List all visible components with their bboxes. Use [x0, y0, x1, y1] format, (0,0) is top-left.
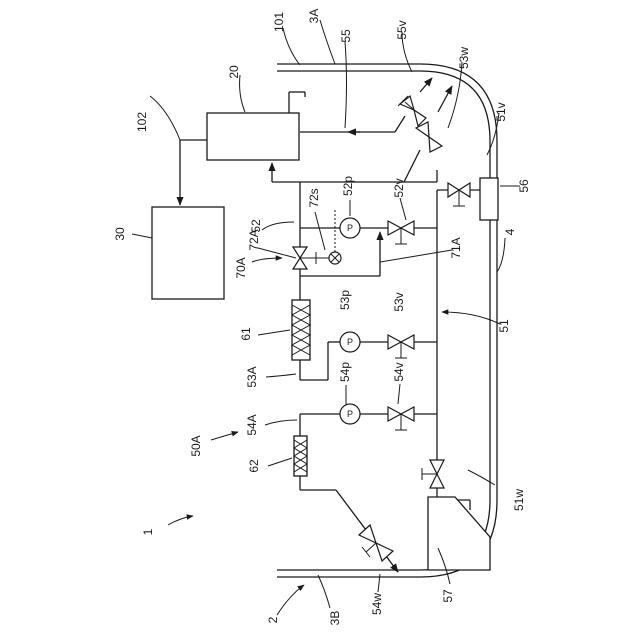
label-55v: 55v [395, 20, 409, 39]
label-51v: 51v [494, 102, 508, 121]
label-61: 61 [239, 327, 253, 341]
valve-51w [422, 460, 444, 488]
label-3A: 3A [307, 9, 321, 24]
valve-51v [448, 183, 470, 206]
label-52v: 52v [392, 178, 406, 197]
label-52p: 52p [341, 176, 355, 196]
label-62: 62 [247, 459, 261, 473]
label-54p: 54p [338, 362, 352, 382]
component-30-box [152, 207, 224, 299]
label-102: 102 [135, 112, 149, 132]
pump-53p-glyph: P [347, 337, 353, 347]
label-101: 101 [272, 12, 286, 32]
pump-52p-glyph: P [347, 223, 353, 233]
label-71A: 71A [449, 237, 463, 258]
label-54v: 54v [392, 362, 406, 381]
pump-53p: P [340, 332, 360, 352]
label-50A: 50A [189, 435, 203, 456]
line-102 [180, 140, 207, 205]
label-54w: 54w [370, 593, 384, 615]
branch-54 [300, 414, 437, 572]
filter-62 [294, 436, 307, 476]
label-2: 2 [266, 616, 280, 623]
label-72s: 72s [307, 188, 321, 207]
label-30: 30 [113, 227, 127, 241]
label-51w: 51w [512, 489, 526, 511]
component-20-box [207, 113, 299, 160]
valve-72A [293, 247, 316, 269]
pump-52p: P [340, 218, 360, 238]
label-54A: 54A [245, 414, 259, 435]
label-3B: 3B [328, 611, 342, 626]
label-1: 1 [141, 528, 155, 535]
line-52-to-20 [272, 163, 300, 182]
label-72A: 72A [247, 229, 261, 250]
pump-54p-glyph: P [347, 409, 353, 419]
pump-54p: P [340, 404, 360, 424]
valve-52v [388, 221, 414, 244]
label-4: 4 [503, 228, 517, 235]
valve-53v [388, 335, 414, 358]
filter-61 [292, 300, 310, 360]
line-101 [289, 92, 305, 113]
block-57 [428, 497, 490, 570]
label-53w: 53w [457, 47, 471, 69]
sensor-72s [316, 210, 341, 264]
label-55: 55 [339, 29, 353, 43]
valve-54v [388, 407, 414, 430]
label-57: 57 [441, 589, 455, 603]
label-70A: 70A [234, 257, 248, 278]
label-53v: 53v [392, 292, 406, 311]
valve-54w [359, 525, 393, 561]
label-56: 56 [517, 179, 531, 193]
tank-56 [480, 178, 498, 220]
branch-53 [300, 342, 437, 380]
label-53A: 53A [245, 366, 259, 387]
label-51: 51 [497, 319, 511, 333]
valve-53w [416, 122, 442, 152]
label-53p: 53p [338, 290, 352, 310]
label-20: 20 [227, 65, 241, 79]
